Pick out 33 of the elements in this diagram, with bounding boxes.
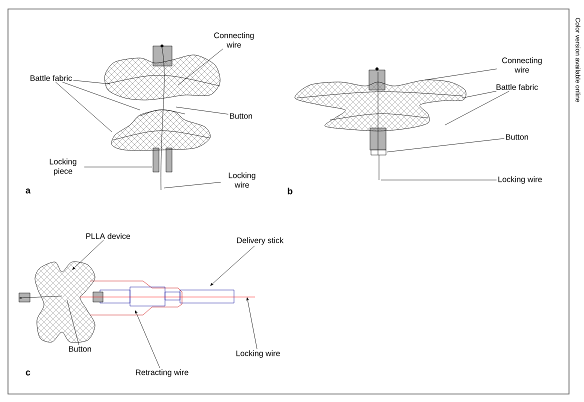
leader-line [178, 48, 224, 86]
leader-line [55, 82, 112, 132]
occluder-drawing [294, 67, 466, 180]
occluder-drawing [104, 44, 220, 190]
leader-line [386, 138, 504, 152]
leader-line [444, 90, 510, 126]
callout-label: Locking wire [498, 176, 542, 184]
leader-line [73, 80, 110, 84]
callout-label: Connecting wire [502, 57, 542, 73]
callout-label: Retracting wire [136, 369, 188, 377]
arrow [135, 310, 160, 368]
panel-letter: c [26, 370, 30, 376]
callout-label: Delivery stick [237, 237, 284, 245]
leader-line [424, 68, 497, 80]
delivery-system-drawing [18, 262, 256, 343]
callout-label: PLLA device [86, 233, 130, 239]
callout-label: Battle fabric [496, 84, 538, 90]
panel-letter: a [26, 188, 31, 194]
leader-line [84, 166, 152, 168]
callout-label: Locking piece [50, 158, 76, 176]
callout-label: Battle fabric [30, 75, 72, 81]
callout-label: Connecting wire [214, 32, 254, 48]
callout-label: Button [506, 134, 528, 140]
arrow [210, 246, 255, 286]
callout-label: Locking wire [236, 350, 280, 358]
leader-line [176, 106, 228, 114]
callout-label: Button [69, 346, 92, 352]
arrow [72, 240, 104, 270]
leader-line [66, 300, 80, 346]
leader-line [164, 182, 221, 188]
leader-line [62, 82, 140, 110]
arrow [246, 297, 258, 350]
leader-line [462, 90, 497, 98]
